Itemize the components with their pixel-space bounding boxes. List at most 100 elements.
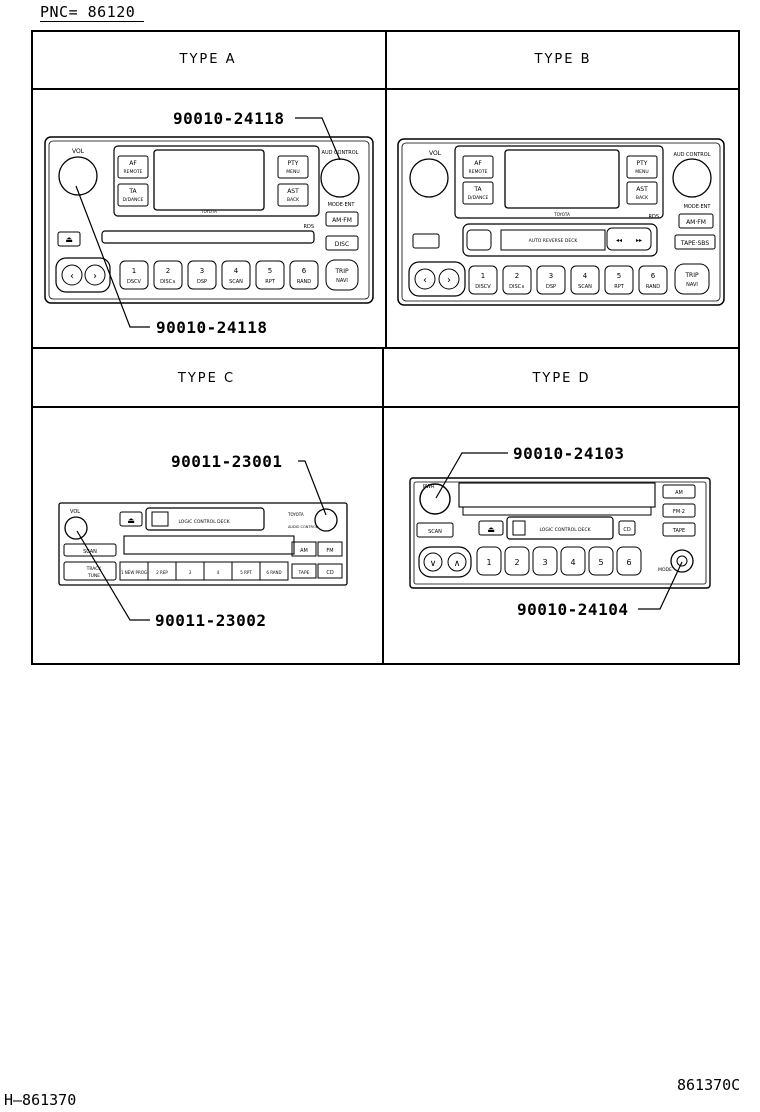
svg-text:›: › bbox=[447, 275, 451, 286]
part-number-c-top: 90011-23001 bbox=[171, 452, 283, 471]
seek-up-icon bbox=[447, 552, 467, 572]
grid-line-3 bbox=[31, 406, 740, 408]
svg-text:DISCV: DISCV bbox=[475, 284, 491, 290]
svg-text:6: 6 bbox=[651, 272, 656, 280]
type-c-label: TYPE C bbox=[177, 371, 236, 386]
svg-text:MENU: MENU bbox=[635, 169, 648, 175]
tape-deck bbox=[506, 516, 614, 540]
svg-text:AF: AF bbox=[129, 160, 137, 167]
svg-text:MODE·ENT: MODE·ENT bbox=[328, 202, 356, 208]
svg-text:∧: ∧ bbox=[454, 559, 461, 569]
svg-text:DISC: DISC bbox=[335, 241, 349, 248]
svg-text:CD: CD bbox=[326, 570, 333, 576]
audio-control-label: AUD CONTROL bbox=[322, 150, 359, 156]
svg-text:5: 5 bbox=[268, 267, 272, 275]
svg-text:3: 3 bbox=[200, 267, 204, 275]
type-a-label: TYPE A bbox=[179, 52, 237, 67]
svg-text:MENU: MENU bbox=[286, 169, 299, 175]
svg-text:2: 2 bbox=[166, 267, 170, 275]
audio-control-knob-icon bbox=[672, 158, 712, 198]
svg-text:DSP: DSP bbox=[546, 284, 556, 290]
svg-text:RPT: RPT bbox=[614, 284, 624, 290]
eject-button bbox=[478, 520, 504, 536]
svg-text:DISC∧: DISC∧ bbox=[509, 284, 525, 290]
seek-down-icon bbox=[61, 264, 83, 286]
vol-knob-icon bbox=[64, 516, 88, 540]
svg-text:NAVI: NAVI bbox=[686, 282, 698, 288]
svg-text:REMOTE: REMOTE bbox=[469, 169, 488, 175]
radio-type-a: VOL AUD CONTROL AF REMOTE TA D/DANCE PTY… bbox=[44, 136, 374, 304]
svg-text:BACK: BACK bbox=[287, 197, 300, 203]
svg-text:AF: AF bbox=[474, 160, 482, 167]
type-d-label: TYPE D bbox=[532, 371, 591, 386]
svg-text:FM: FM bbox=[326, 548, 333, 554]
eject-button bbox=[412, 233, 440, 249]
svg-text:6: 6 bbox=[302, 267, 307, 275]
svg-text:2: 2 bbox=[515, 272, 519, 280]
display-screen bbox=[504, 149, 620, 209]
svg-text:MODE: MODE bbox=[658, 567, 672, 573]
tape-deck bbox=[462, 223, 658, 257]
display-screen bbox=[153, 149, 265, 211]
svg-text:TOYOTA: TOYOTA bbox=[287, 512, 304, 517]
svg-text:TOYOTA: TOYOTA bbox=[553, 212, 570, 217]
svg-text:NAVI: NAVI bbox=[336, 278, 348, 284]
footer-right-code: 861370C bbox=[677, 1076, 741, 1094]
svg-text:BACK: BACK bbox=[636, 195, 649, 201]
grid-divider-bottom bbox=[382, 348, 384, 665]
cd-slot bbox=[101, 230, 315, 244]
seek-up-icon bbox=[438, 268, 460, 290]
vol-knob-icon bbox=[58, 156, 98, 196]
svg-text:TAPE: TAPE bbox=[297, 570, 309, 576]
svg-text:AM·FM: AM·FM bbox=[686, 219, 706, 226]
svg-text:RAND: RAND bbox=[646, 284, 660, 290]
svg-text:AM: AM bbox=[675, 490, 683, 496]
eject-button bbox=[57, 231, 81, 247]
svg-text:3: 3 bbox=[189, 570, 192, 575]
grid-line-2 bbox=[31, 347, 740, 349]
svg-text:MODE·ENT: MODE·ENT bbox=[684, 204, 712, 210]
svg-text:LOGIC CONTROL DECK: LOGIC CONTROL DECK bbox=[178, 519, 230, 525]
svg-text:PTY: PTY bbox=[288, 160, 299, 167]
svg-text:4: 4 bbox=[217, 570, 220, 575]
radio-type-b: VOL AUD CONTROL AF REMOTE TA D/DANCE PTY… bbox=[397, 138, 725, 306]
svg-text:VOL: VOL bbox=[429, 150, 442, 157]
leader-lines bbox=[75, 117, 683, 621]
type-b-label: TYPE B bbox=[534, 52, 592, 67]
leader-a-bottom bbox=[75, 185, 150, 328]
svg-text:4: 4 bbox=[570, 558, 575, 567]
svg-text:AUD CONTROL: AUD CONTROL bbox=[674, 152, 711, 158]
pnc-label: PNC= 86120 bbox=[40, 3, 136, 21]
svg-text:TRIP: TRIP bbox=[684, 272, 699, 279]
tape-deck bbox=[145, 507, 265, 531]
svg-text:TAPE·SBS: TAPE·SBS bbox=[680, 240, 709, 247]
svg-text:TRIP: TRIP bbox=[334, 268, 349, 275]
svg-text:AST: AST bbox=[287, 188, 299, 195]
svg-text:AST: AST bbox=[636, 186, 648, 193]
power-knob-icon bbox=[419, 483, 451, 515]
leader-c-bottom bbox=[76, 530, 150, 621]
svg-text:5 RPT: 5 RPT bbox=[240, 570, 252, 575]
svg-text:RDS: RDS bbox=[304, 224, 315, 230]
part-number-c-bottom: 90011-23002 bbox=[155, 611, 267, 630]
svg-text:AUDIO CONTROL: AUDIO CONTROL bbox=[288, 525, 318, 529]
svg-text:4: 4 bbox=[234, 267, 239, 275]
svg-text:1: 1 bbox=[481, 272, 485, 280]
tune-knob-icon bbox=[670, 549, 694, 573]
part-number-d-bottom: 90010-24104 bbox=[517, 600, 629, 619]
svg-text:TOYOTA: TOYOTA bbox=[200, 209, 217, 214]
preset-buttons-c: 1 NEW PROG 2 REP 3 4 5 RPT 6 RAND bbox=[119, 561, 289, 581]
svg-text:PTY: PTY bbox=[637, 160, 648, 167]
svg-text:2: 2 bbox=[514, 558, 519, 567]
svg-text:SCAN: SCAN bbox=[229, 279, 243, 285]
grid-divider-top bbox=[385, 30, 387, 348]
part-number-a-bottom: 90010-24118 bbox=[156, 318, 268, 337]
vol-label: VOL bbox=[72, 148, 85, 155]
svg-text:LOGIC CONTROL DECK: LOGIC CONTROL DECK bbox=[539, 527, 591, 533]
leader-a-top bbox=[295, 117, 341, 161]
svg-text:5: 5 bbox=[617, 272, 621, 280]
svg-text:2 REP: 2 REP bbox=[156, 570, 168, 575]
svg-text:∨: ∨ bbox=[430, 559, 437, 569]
svg-text:RPT: RPT bbox=[265, 279, 275, 285]
pnc-underline bbox=[40, 21, 144, 22]
